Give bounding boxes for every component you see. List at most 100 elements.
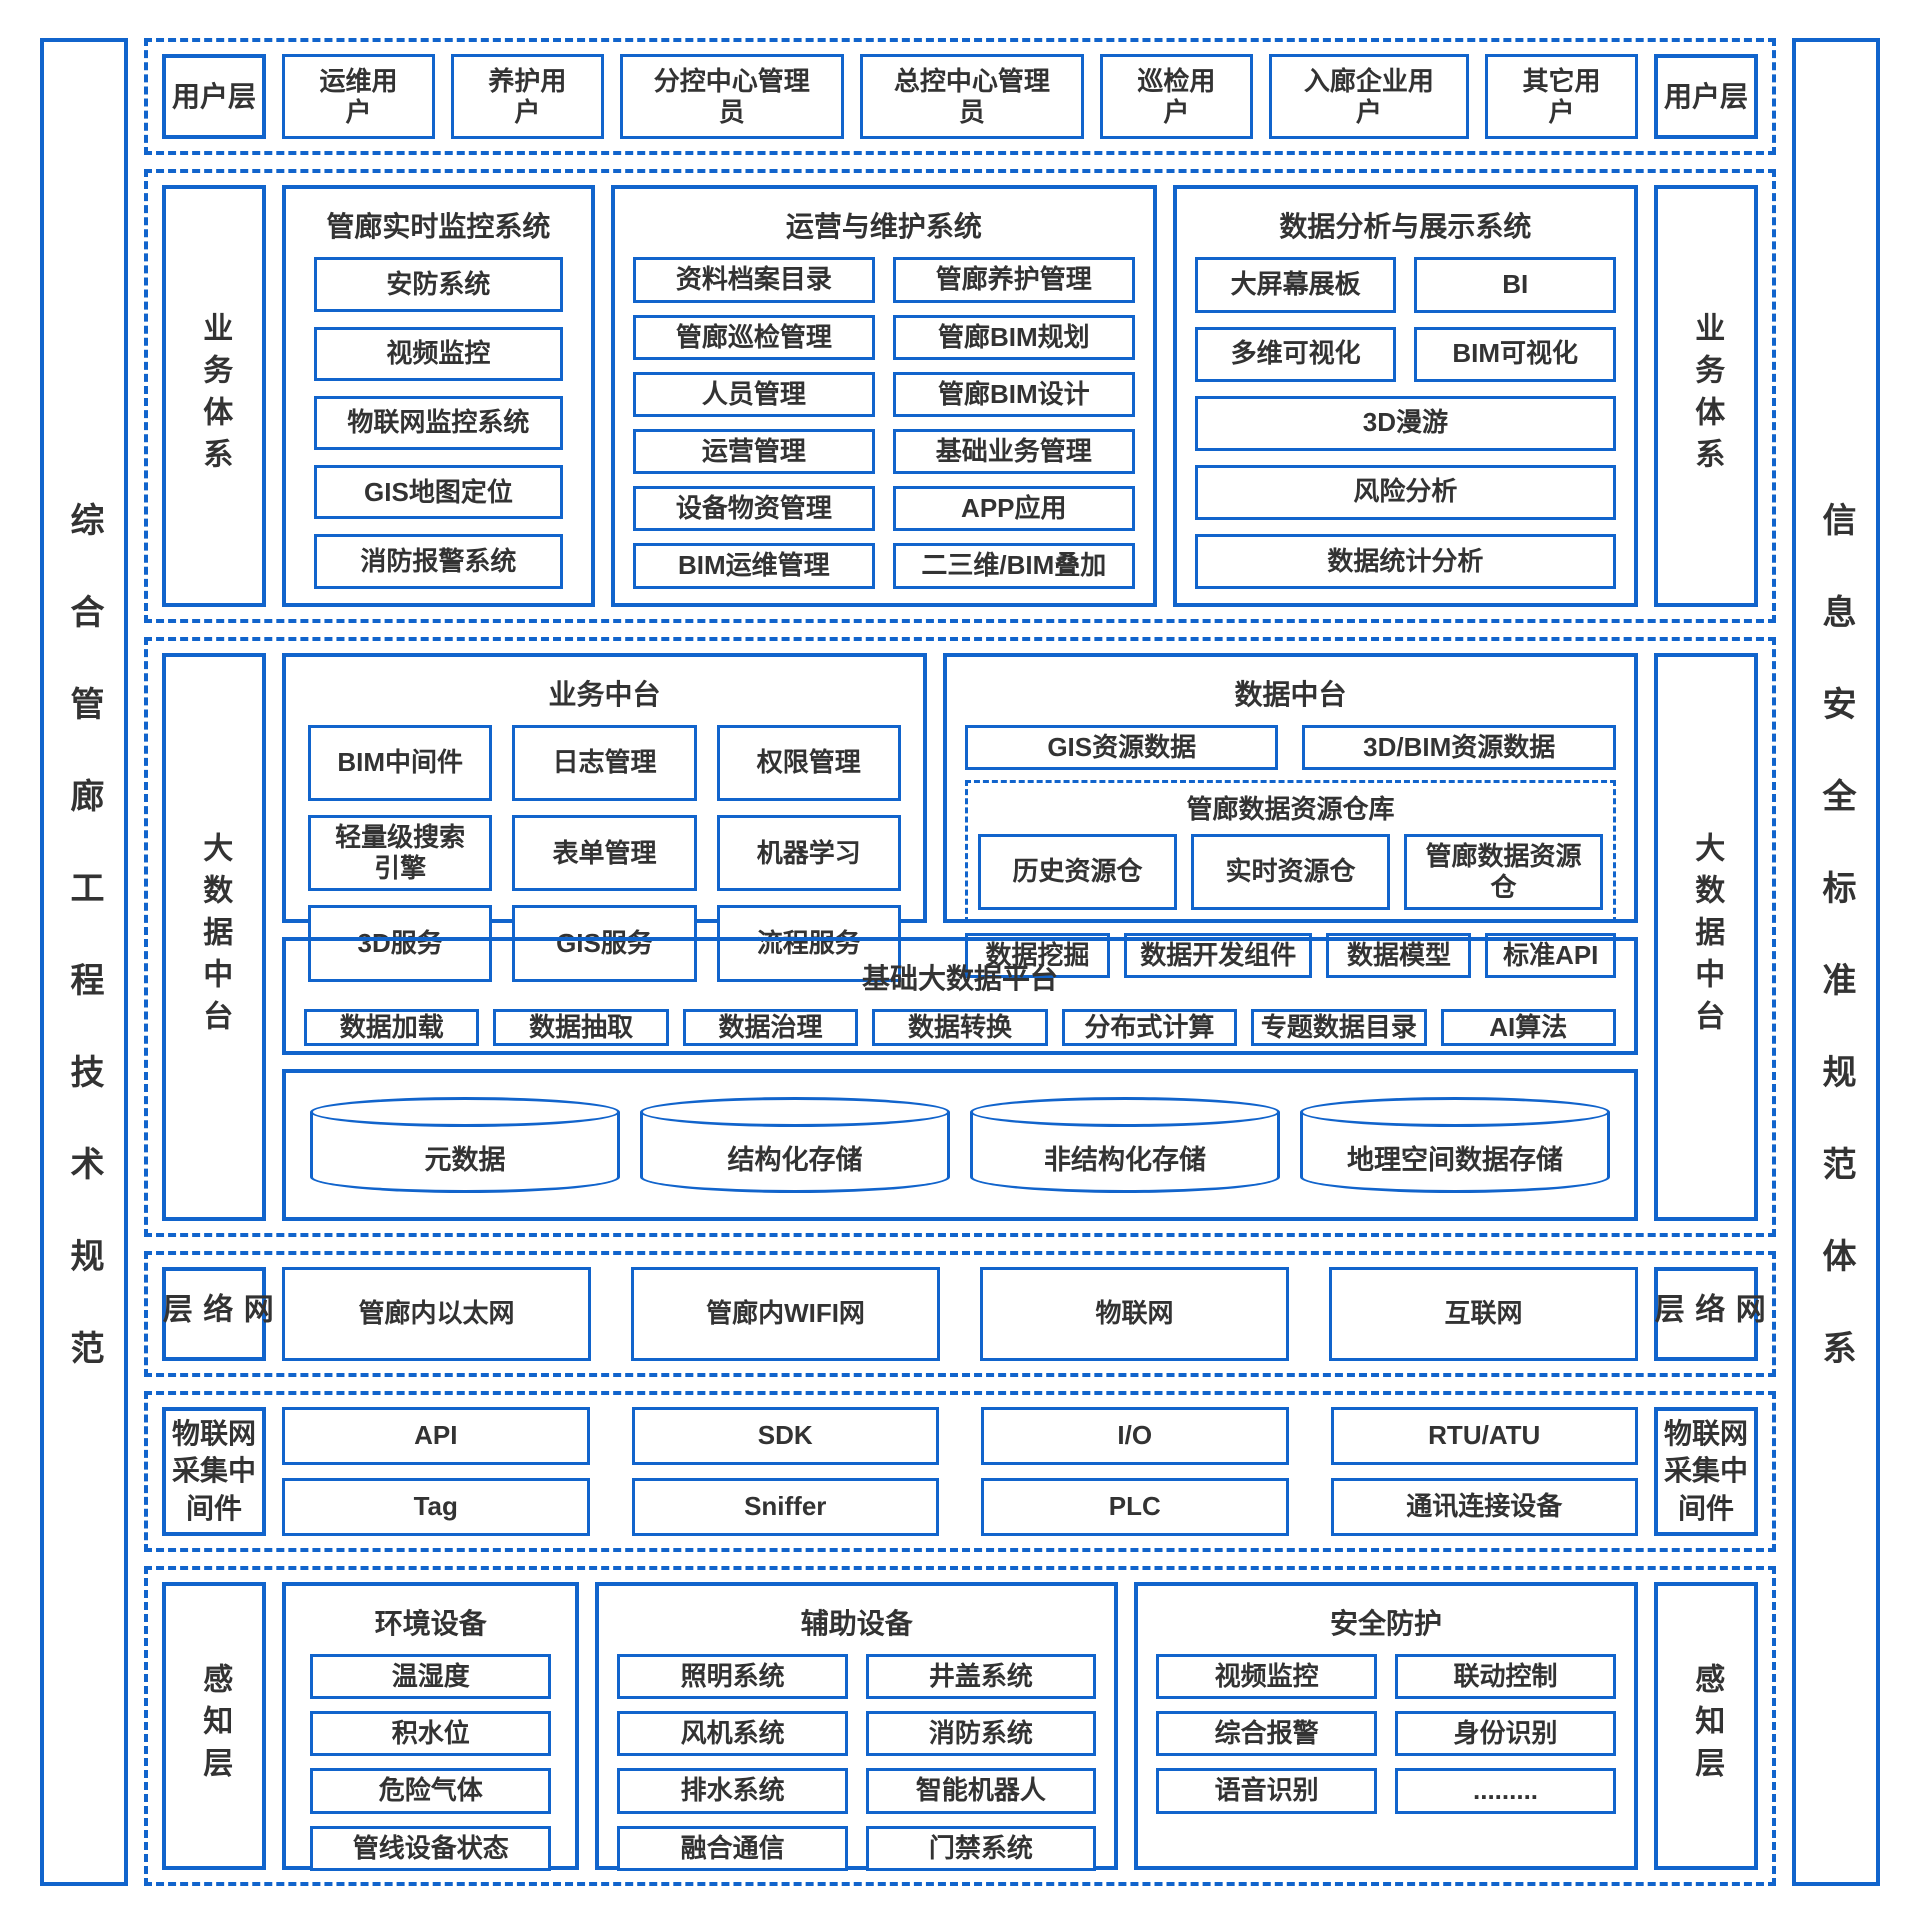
group-title: 辅助设备 [800,1608,913,1639]
middleware-box: Sniffer [631,1477,939,1536]
aux-box: 井盖系统 [865,1654,1097,1700]
middleware-items: API SDK I/O RTU/ATU Tag Sniffer PLC 通讯连接… [282,1406,1638,1536]
datamid-box: 数据模型 [1326,933,1472,979]
bizmid-box: GIS服务 [512,905,697,982]
user-row: 运维用户 养护用户 分控中心管理员 总控中心管理员 巡检用户 入廊企业用户 其它… [282,54,1638,140]
network-box: 管廊内WIFI网 [631,1266,940,1361]
datamid-box: GIS资源数据 [964,724,1279,770]
user-box: 总控中心管理员 [859,54,1084,140]
user-layer-label-left: 用户层 [162,54,266,140]
bigdata-layer-label-left: 大数据中台 [162,652,266,1221]
env-box: 管线设备状态 [310,1825,552,1871]
operations-box: BIM运维管理 [632,543,875,589]
bigdata-middle-platforms: 业务中台 BIM中间件 日志管理 权限管理 轻量级搜索引擎 表单管理 机器学习 … [282,652,1638,982]
monitoring-box: 视频监控 [314,326,563,381]
operations-box: 管廊巡检管理 [632,314,875,360]
network-box: 互联网 [1329,1266,1638,1361]
operations-items: 资料档案目录 管廊养护管理 管廊巡检管理 管廊BIM规划 人员管理 管廊BIM设… [632,257,1135,589]
operations-box: 资料档案目录 [632,257,875,303]
analytics-box: 数据统计分析 [1194,533,1616,589]
security-box: 综合报警 [1156,1711,1378,1757]
iot-middleware-band: 物联网采集中间件 API SDK I/O RTU/ATU Tag Sniffer… [144,1390,1776,1552]
data-middle-bottom-row: 数据挖掘 数据开发组件 数据模型 标准API [964,933,1616,979]
analytics-items: 大屏幕展板 BI 多维可视化 BIM可视化 3D漫游 风险分析 数据统计分析 [1194,257,1616,589]
network-box: 物联网 [980,1266,1289,1361]
platform-box: 数据转换 [872,1008,1048,1046]
network-layer-band: 网络层 管廊内以太网 管廊内WIFI网 物联网 互联网 网络层 [144,1250,1776,1377]
security-box: 语音识别 [1156,1768,1378,1814]
user-layer-label-right: 用户层 [1654,54,1758,140]
aux-box: 照明系统 [617,1654,848,1700]
platform-box: 数据加载 [304,1008,480,1046]
user-box: 分控中心管理员 [619,54,844,140]
cylinder-top [1300,1096,1610,1127]
operations-box: 设备物资管理 [632,486,875,532]
warehouse-box: 历史资源仓 [977,833,1177,911]
aux-box: 智能机器人 [865,1768,1097,1814]
data-middle-top-row: GIS资源数据 3D/BIM资源数据 [964,724,1616,770]
analytics-box: BI [1414,257,1616,313]
analytics-box: BIM可视化 [1414,326,1616,382]
operations-box: 基础业务管理 [892,429,1135,475]
middleware-box: PLC [981,1477,1289,1536]
operations-box: 人员管理 [632,371,875,418]
env-box: 温湿度 [310,1654,552,1700]
database-cylinder: 元数据 [310,1096,620,1193]
platform-box: 分布式计算 [1061,1008,1238,1046]
security-items: 视频监控 联动控制 综合报警 身份识别 语音识别 ......... [1156,1654,1616,1871]
middleware-box: SDK [631,1406,939,1465]
cylinder-top [970,1096,1280,1127]
analytics-box: 3D漫游 [1194,395,1616,451]
operations-box: 管廊BIM规划 [892,314,1135,360]
user-box: 养护用户 [450,54,604,140]
bizmid-box: 3D服务 [308,905,493,982]
datamid-box: 数据开发组件 [1123,933,1313,979]
aux-box: 融合通信 [617,1825,848,1871]
bizmid-box: 日志管理 [512,724,697,801]
middleware-box: API [282,1406,590,1465]
auxiliary-devices-group: 辅助设备 照明系统 井盖系统 风机系统 消防系统 排水系统 智能机器人 融合通信… [595,1582,1119,1871]
warehouse-title: 管廊数据资源仓库 [1186,793,1395,824]
bigdata-layer-label-right: 大数据中台 [1654,652,1758,1221]
diagram-main: 用户层 运维用户 养护用户 分控中心管理员 总控中心管理员 巡检用户 入廊企业用… [144,38,1776,1886]
analytics-box: 风险分析 [1194,464,1616,520]
auxiliary-items: 照明系统 井盖系统 风机系统 消防系统 排水系统 智能机器人 融合通信 门禁系统 [617,1654,1097,1871]
operations-box: APP应用 [892,486,1135,532]
base-bigdata-platform-group: 基础大数据平台 数据加载 数据抽取 数据治理 数据转换 分布式计算 专题数据目录… [282,936,1638,1055]
business-middle-platform-group: 业务中台 BIM中间件 日志管理 权限管理 轻量级搜索引擎 表单管理 机器学习 … [282,652,927,982]
operations-box: 管廊BIM设计 [892,371,1135,418]
right-standard-label: 信息安全标准规范体系 [1817,502,1855,1422]
environment-devices-group: 环境设备 温湿度 积水位 危险气体 管线设备状态 [282,1582,580,1871]
business-layer-label-left: 业务体系 [162,185,266,607]
environment-items: 温湿度 积水位 危险气体 管线设备状态 [304,1654,557,1871]
middleware-box: RTU/ATU [1330,1406,1638,1465]
security-box: ......... [1395,1768,1616,1814]
perception-layer-label-right: 感知层 [1654,1582,1758,1870]
group-title: 数据分析与展示系统 [1279,211,1532,243]
data-middle-body: GIS资源数据 3D/BIM资源数据 管廊数据资源仓库 历史资源仓 实时资源仓 … [964,724,1616,979]
group-title: 基础大数据平台 [861,962,1058,994]
security-box: 联动控制 [1395,1654,1616,1700]
aux-box: 风机系统 [617,1711,848,1757]
bigdata-layer-band: 大数据中台 业务中台 BIM中间件 日志管理 权限管理 轻量级搜索引擎 表单管理… [144,636,1776,1237]
platform-box: 数据治理 [682,1008,859,1046]
monitoring-box: 物联网监控系统 [314,395,563,451]
security-protection-group: 安全防护 视频监控 联动控制 综合报警 身份识别 语音识别 ......... [1134,1582,1638,1870]
platform-items: 数据加载 数据抽取 数据治理 数据转换 分布式计算 专题数据目录 AI算法 [304,1008,1616,1046]
bizmid-box: 表单管理 [512,814,697,892]
cylinder-top [640,1096,950,1127]
monitoring-box: 安防系统 [314,257,563,312]
storage-group: 元数据 结构化存储 非结构化存储 地理空间数据存储 [282,1068,1638,1221]
monitoring-box: 消防报警系统 [314,534,563,589]
aux-box: 消防系统 [865,1711,1097,1757]
datamid-box: 3D/BIM资源数据 [1302,724,1616,770]
warehouse-items: 历史资源仓 实时资源仓 管廊数据资源仓 [977,833,1603,911]
user-layer-band: 用户层 运维用户 养护用户 分控中心管理员 总控中心管理员 巡检用户 入廊企业用… [144,38,1776,156]
user-box: 其它用户 [1485,54,1638,140]
security-box: 身份识别 [1395,1711,1616,1757]
datamid-box: 标准API [1485,933,1616,979]
business-layer-label-right: 业务体系 [1654,185,1758,607]
operations-box: 二三维/BIM叠加 [892,543,1135,589]
cylinder-label: 地理空间数据存储 [1300,1111,1610,1193]
env-box: 危险气体 [310,1768,552,1814]
